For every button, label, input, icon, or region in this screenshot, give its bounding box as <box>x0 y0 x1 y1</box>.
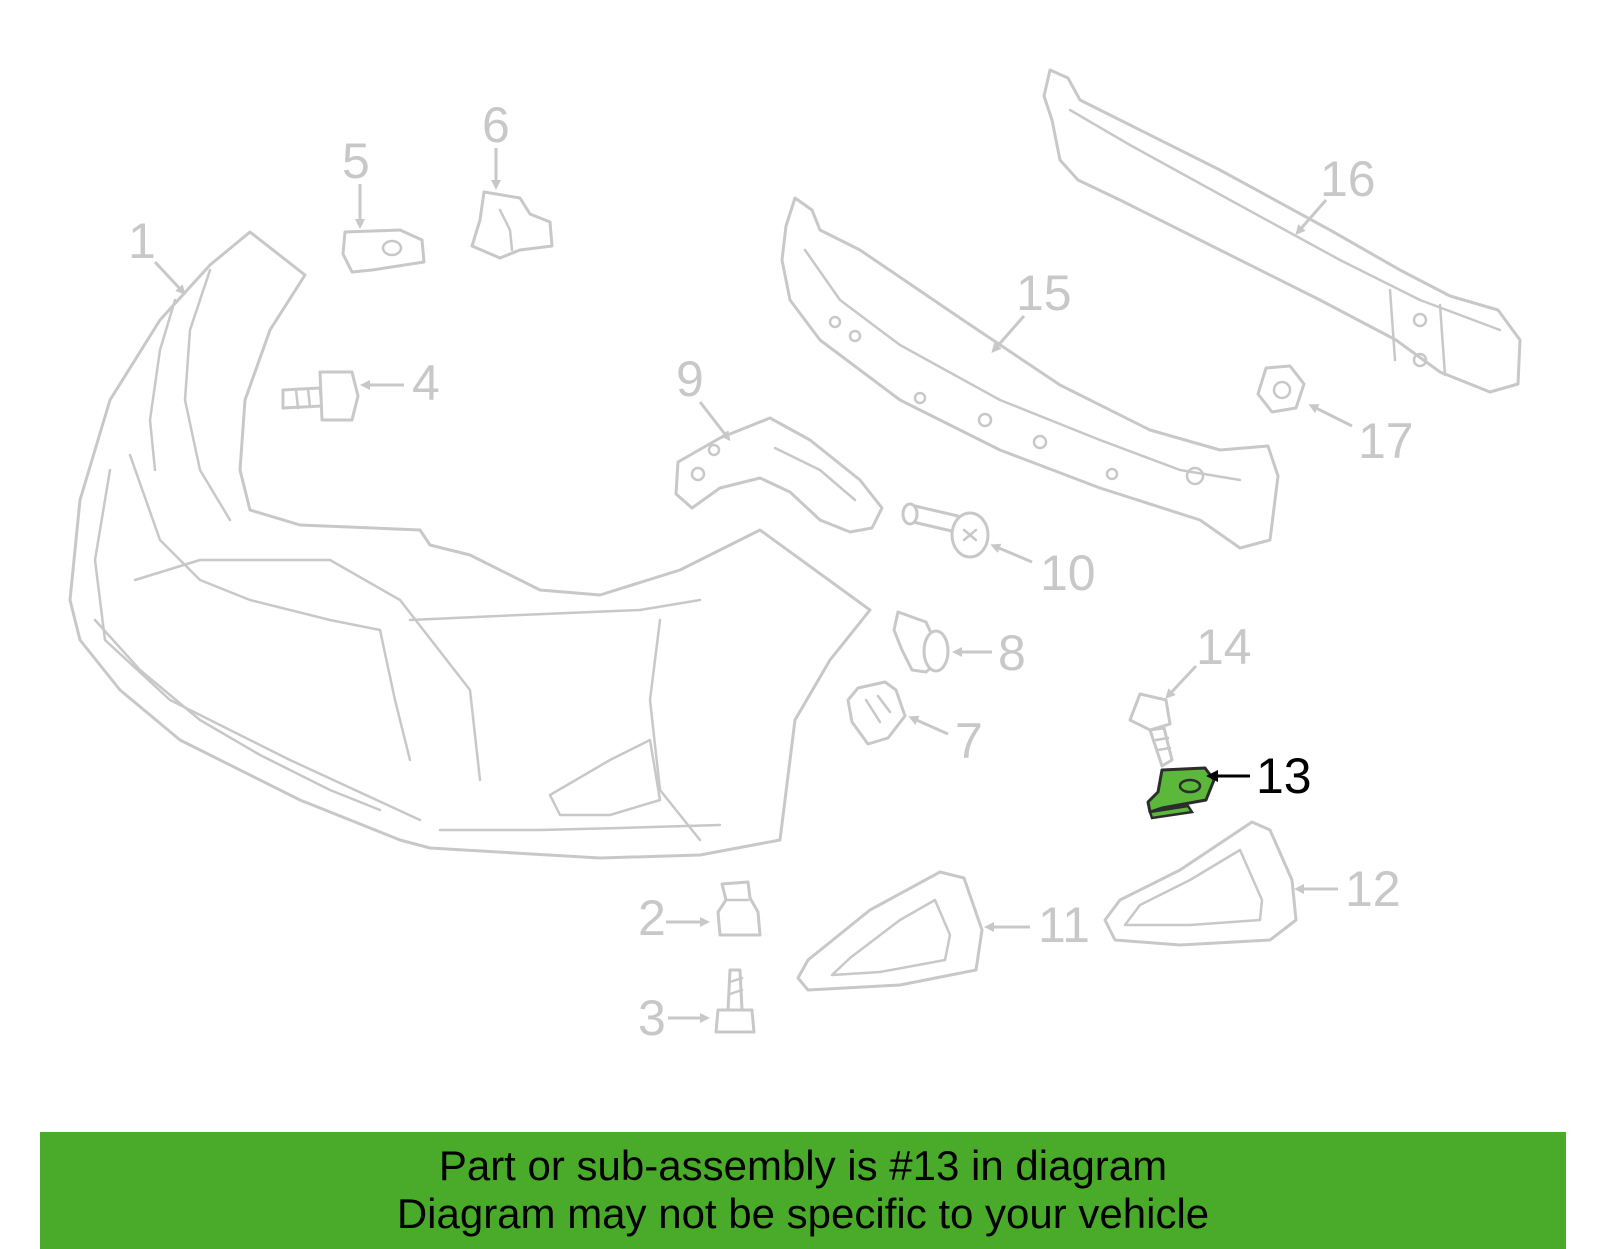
callout-1: 1 <box>128 213 186 295</box>
callout-label-17: 17 <box>1358 413 1414 469</box>
part-17-nut[interactable] <box>1256 364 1306 414</box>
part-1-bumper-cover[interactable] <box>68 230 872 860</box>
callout-label-1: 1 <box>128 213 156 269</box>
part-12-grille-insert[interactable] <box>1103 820 1298 947</box>
callout-8: 8 <box>952 625 1026 681</box>
callout-6: 6 <box>482 97 510 190</box>
part-4-bolt[interactable] <box>281 370 360 422</box>
callout-12: 12 <box>1294 861 1401 917</box>
callout-label-9: 9 <box>676 351 704 407</box>
callout-14: 14 <box>1165 619 1252 699</box>
info-banner: Part or sub-assembly is #13 in diagram D… <box>40 1132 1566 1249</box>
part-6-bracket[interactable] <box>470 190 554 260</box>
part-8-push-clip[interactable] <box>892 610 950 674</box>
part-2-clip[interactable] <box>716 880 762 937</box>
callout-4: 4 <box>360 355 440 411</box>
part-9-side-bracket[interactable] <box>674 416 884 534</box>
part-3-screw[interactable] <box>714 968 756 1034</box>
callout-label-3: 3 <box>638 990 666 1046</box>
callout-9: 9 <box>676 351 731 442</box>
callout-10: 10 <box>990 543 1096 601</box>
callout-label-10: 10 <box>1040 545 1096 601</box>
callout-label-14: 14 <box>1196 619 1252 675</box>
banner-part-line: Part or sub-assembly is #13 in diagram <box>438 1142 1168 1189</box>
callout-label-8: 8 <box>998 625 1026 681</box>
part-14-bolt[interactable] <box>1128 692 1174 768</box>
part-16-reinforcement-bar[interactable] <box>1042 68 1522 394</box>
callout-16: 16 <box>1295 151 1376 236</box>
callout-label-7: 7 <box>955 713 983 769</box>
callout-label-6: 6 <box>482 97 510 153</box>
callout-13: 13 <box>1206 748 1312 804</box>
callout-label-16: 16 <box>1320 151 1376 207</box>
part-15-energy-absorber[interactable] <box>780 196 1280 550</box>
part-10-push-pin[interactable] <box>901 502 990 559</box>
callout-label-12: 12 <box>1345 861 1401 917</box>
part-5-retainer[interactable] <box>341 228 426 274</box>
callout-label-15: 15 <box>1016 265 1072 321</box>
callout-label-13: 13 <box>1256 748 1312 804</box>
callout-11: 11 <box>984 897 1090 953</box>
callout-label-4: 4 <box>412 355 440 411</box>
callout-17: 17 <box>1308 404 1414 469</box>
callout-label-11: 11 <box>1038 897 1090 953</box>
banner-disclaimer-line: Diagram may not be specific to your vehi… <box>396 1190 1210 1237</box>
callout-2: 2 <box>638 890 710 946</box>
part-7-clip[interactable] <box>846 680 907 746</box>
callout-3: 3 <box>638 990 710 1046</box>
callout-7: 7 <box>908 713 983 769</box>
callout-5: 5 <box>342 133 370 229</box>
callout-15: 15 <box>991 265 1072 353</box>
part-13-retainer-highlighted[interactable] <box>1146 766 1216 820</box>
callout-label-5: 5 <box>342 133 370 189</box>
callout-label-2: 2 <box>638 890 666 946</box>
part-11-grille-insert[interactable] <box>796 870 984 992</box>
